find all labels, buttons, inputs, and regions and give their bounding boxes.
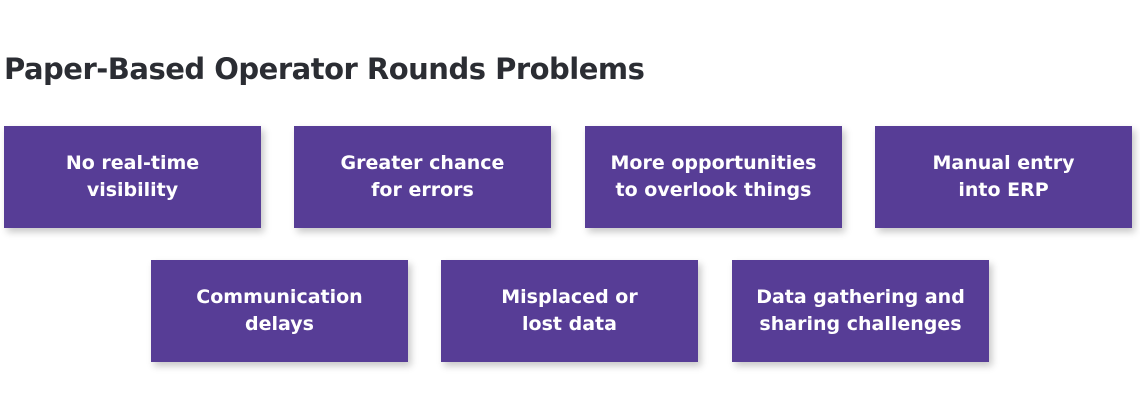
problem-card-greater-chance-for-errors: Greater chance for errors	[294, 126, 551, 228]
problem-card-label: Misplaced or lost data	[501, 286, 638, 335]
problem-card-communication-delays: Communication delays	[151, 260, 408, 362]
problem-card-label: No real-time visibility	[65, 152, 200, 201]
problem-card-overlook-things: More opportunities to overlook things	[585, 126, 842, 228]
problem-card-label: Communication delays	[196, 286, 363, 335]
problem-card-misplaced-lost-data: Misplaced or lost data	[441, 260, 698, 362]
problem-card-data-sharing-challenges: Data gathering and sharing challenges	[732, 260, 989, 362]
problem-card-manual-entry-erp: Manual entry into ERP	[875, 126, 1132, 228]
problem-card-label: Data gathering and sharing challenges	[756, 286, 965, 335]
problem-card-label: Greater chance for errors	[340, 152, 505, 201]
problem-card-label: More opportunities to overlook things	[610, 152, 817, 201]
problem-card-label: Manual entry into ERP	[932, 152, 1075, 201]
page-title: Paper-Based Operator Rounds Problems	[4, 52, 645, 86]
problem-card-no-real-time-visibility: No real-time visibility	[4, 126, 261, 228]
